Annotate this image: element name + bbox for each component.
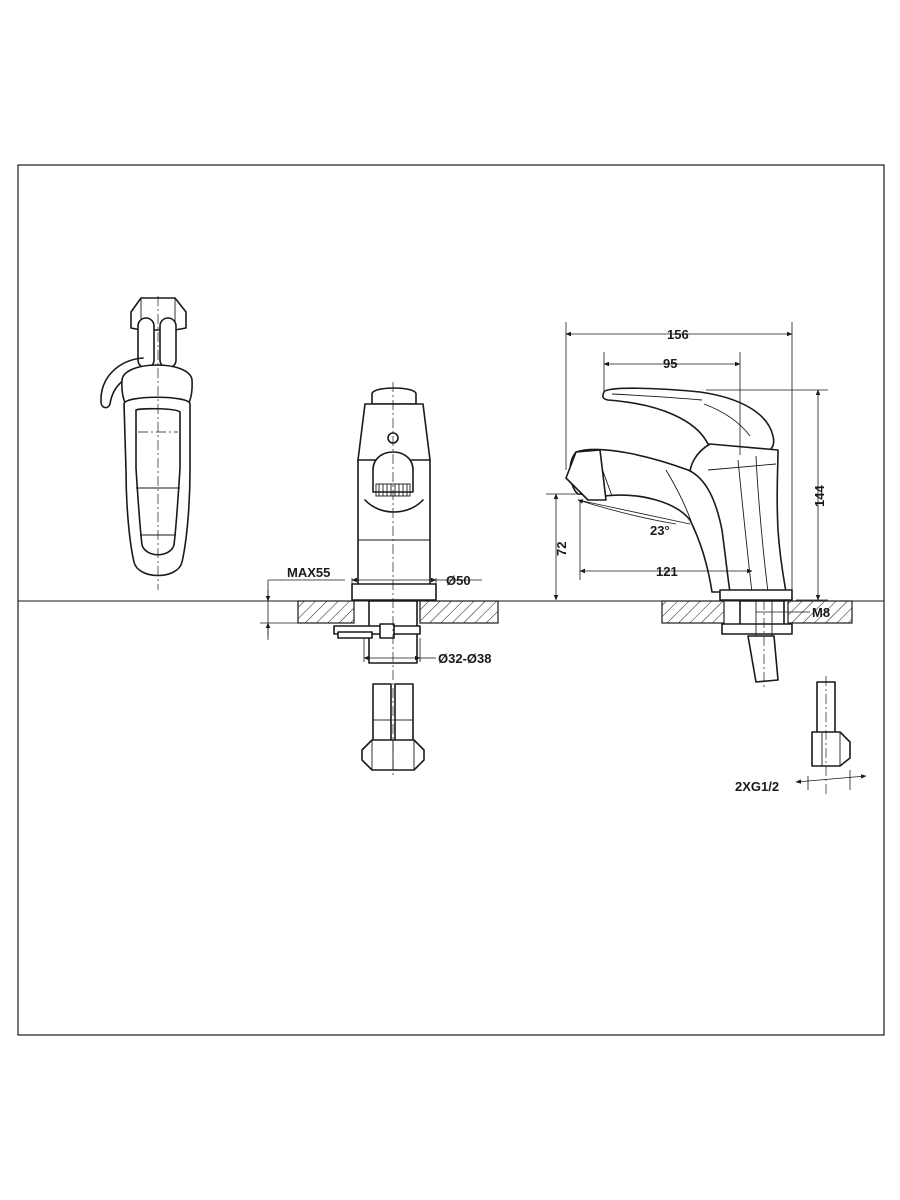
handle-length-label: 95 [663,356,677,371]
spout-angle-label: 23° [650,523,670,538]
spout-reach-label: 121 [656,564,678,579]
hose-connection-label: 2XG1/2 [735,779,779,794]
overall-length-label: 156 [667,327,689,342]
front-view [260,382,499,776]
overall-height-label: 144 [812,485,827,507]
max-deck-thickness-label: MAX55 [287,565,330,580]
spout-height-label: 72 [554,542,569,556]
base-diameter-label: Ø50 [446,573,471,588]
stud-thread-label: M8 [812,605,830,620]
side-view [546,322,867,796]
top-view [100,296,193,590]
drawing-frame [17,164,885,1036]
hole-diameter-label: Ø32-Ø38 [438,651,491,666]
